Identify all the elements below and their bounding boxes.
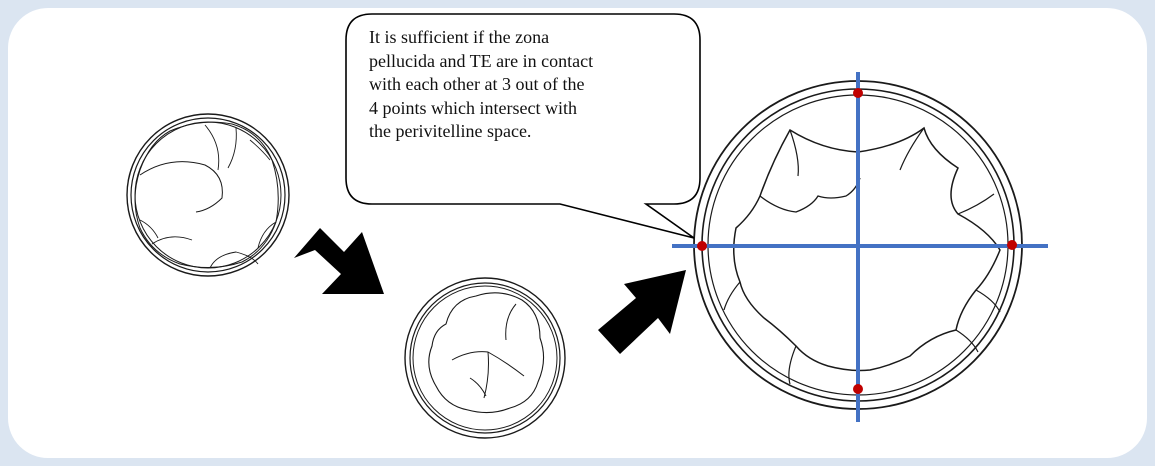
embryo-early-blastocyst — [126, 113, 290, 277]
contact-points — [697, 88, 1017, 394]
trophectoderm-3 — [733, 126, 1001, 372]
axis-lines — [672, 72, 1048, 422]
trophectoderm-1 — [134, 121, 279, 268]
zona-innermost-ring-2 — [412, 285, 558, 431]
zona-outer-ring-1 — [126, 113, 290, 277]
arrow-up-right-icon — [598, 270, 686, 354]
contact-point-right — [1007, 240, 1017, 250]
contact-point-bottom — [853, 384, 863, 394]
zona-inner-ring-2 — [409, 282, 561, 434]
callout-bubble — [345, 13, 701, 239]
callout-line-1: It is sufficient if the zona — [369, 27, 550, 47]
cell-mass-2 — [428, 292, 545, 414]
zona-inner-ring-1 — [130, 117, 286, 273]
zona-innermost-ring-1 — [134, 121, 282, 269]
callout-line-3: with each other at 3 out of the — [369, 74, 585, 94]
contact-point-left — [697, 241, 707, 251]
callout-line-4: 4 points which intersect with — [369, 97, 577, 118]
inner-cell-mass-3 — [759, 177, 861, 213]
contact-point-top — [853, 88, 863, 98]
callout-line-2: pellucida and TE are in contact — [369, 50, 594, 71]
callout-line-5: the perivitelline space. — [369, 121, 532, 141]
callout-text: It is sufficient if the zona pellucida a… — [369, 26, 689, 144]
icm-cells-1 — [139, 161, 223, 213]
embryo-morula — [404, 277, 566, 439]
zona-outer-ring-2 — [404, 277, 566, 439]
arrow-down-right-icon — [294, 228, 384, 294]
